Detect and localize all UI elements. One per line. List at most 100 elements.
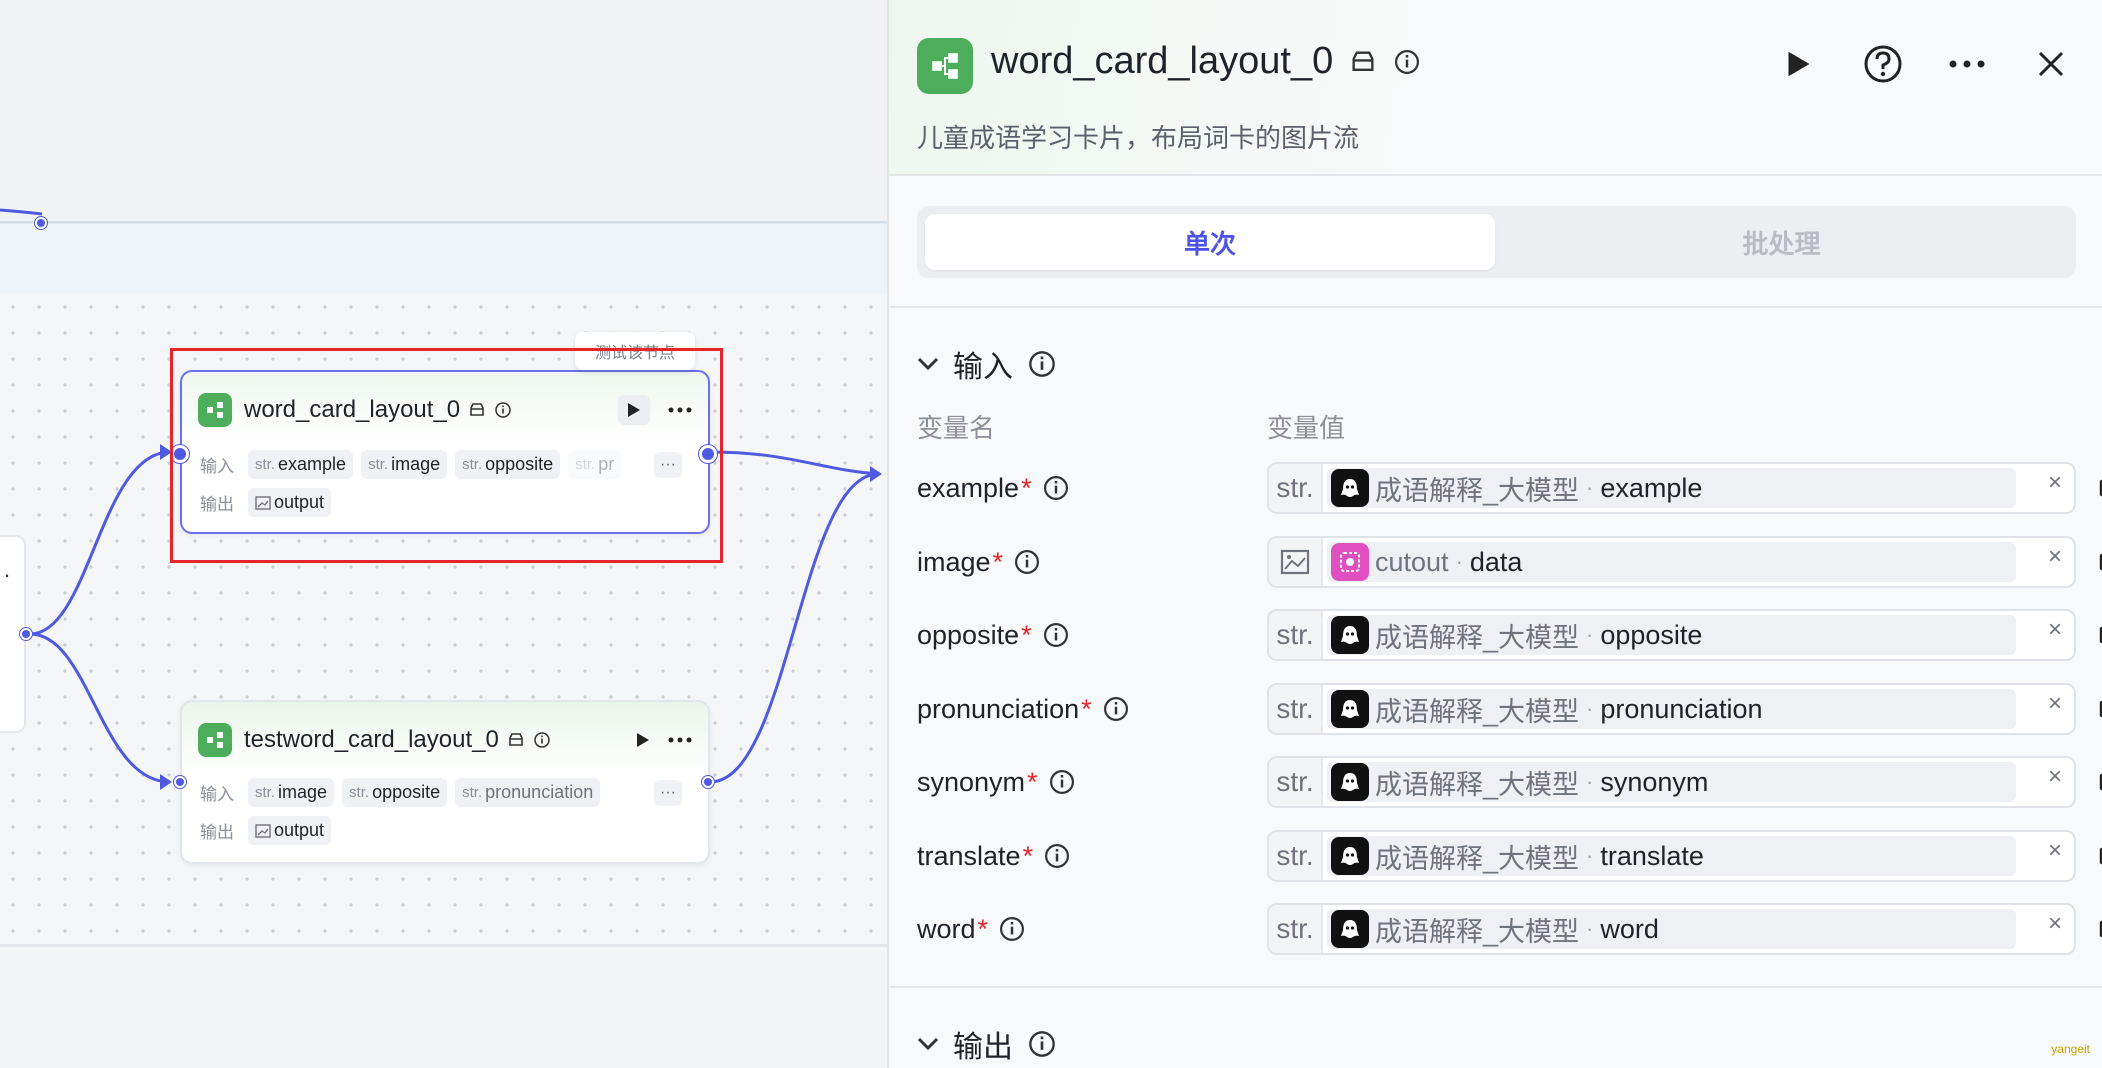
close-button[interactable]	[2030, 40, 2072, 88]
test-node-tooltip: 测试该节点	[575, 332, 695, 370]
variable-setting-button[interactable]	[2094, 691, 2102, 727]
input-tag: str.opposite	[455, 450, 561, 479]
info-icon[interactable]	[1042, 621, 1070, 649]
variable-value-pronunciation[interactable]: str.成语解释_大模型·pronunciation×	[1267, 683, 2102, 735]
separator: ·	[1586, 769, 1594, 794]
input-section-header[interactable]: 输入	[917, 342, 1057, 386]
info-icon[interactable]	[998, 915, 1026, 943]
more-inputs-button[interactable]: ···	[654, 780, 682, 806]
help-button[interactable]	[1862, 40, 1904, 88]
image-icon	[255, 823, 271, 838]
variable-name-example: example*	[917, 462, 1070, 514]
source-node-icon	[1331, 763, 1369, 801]
more-icon[interactable]	[668, 407, 692, 413]
variable-value-example[interactable]: str.成语解释_大模型·example×	[1267, 462, 2102, 514]
variable-value-word[interactable]: str. 成语解释_大模型·word ×	[1267, 903, 2102, 955]
node-input-port[interactable]	[174, 776, 186, 788]
image-icon	[255, 495, 271, 510]
variable-label: example	[917, 472, 1020, 503]
tab-batch[interactable]: 批处理	[1742, 228, 1821, 259]
required-mark: *	[977, 913, 989, 944]
node-output-label: 输出	[200, 495, 234, 514]
required-mark: *	[1021, 619, 1032, 650]
reference-chip[interactable]: 成语解释_大模型·translate	[1327, 836, 2016, 876]
variable-name-opposite: opposite*	[917, 609, 1070, 661]
clear-button[interactable]: ×	[2047, 616, 2062, 643]
clear-button[interactable]: ×	[2047, 543, 2062, 570]
clear-button[interactable]: ×	[2047, 910, 2062, 937]
variable-setting-button[interactable]	[2094, 838, 2102, 874]
panel-description: 儿童成语学习卡片，布局词卡的图片流	[917, 123, 1360, 153]
play-icon[interactable]	[636, 732, 650, 748]
node-output-port[interactable]	[702, 776, 714, 788]
variable-value-synonym[interactable]: str.成语解释_大模型·synonym×	[1267, 756, 2102, 808]
tab-single[interactable]: 单次	[925, 214, 1495, 270]
reference-chip[interactable]: 成语解释_大模型·opposite	[1327, 615, 2016, 655]
info-icon[interactable]	[1013, 548, 1041, 576]
input-tag: str.pr	[568, 450, 622, 479]
workflow-icon	[917, 38, 973, 94]
run-button[interactable]	[1778, 40, 1820, 88]
close-icon	[2038, 51, 2064, 77]
more-icon[interactable]	[668, 737, 692, 743]
source-field: word	[1600, 913, 1659, 944]
run-node-button[interactable]	[618, 395, 650, 425]
reference-chip[interactable]: 成语解释_大模型·synonym	[1327, 762, 2016, 802]
node-word-card-layout[interactable]: word_card_layout_0 输入 str.example str.im…	[180, 370, 710, 534]
type-label: str.	[1276, 913, 1314, 944]
reference-chip[interactable]: 成语解释_大模型·word	[1327, 909, 2016, 949]
info-icon[interactable]	[1027, 349, 1057, 379]
node-output-port[interactable]	[699, 445, 717, 463]
reference-chip[interactable]: 成语解释_大模型·pronunciation	[1327, 689, 2016, 729]
separator: ·	[1586, 916, 1594, 941]
variable-value-opposite[interactable]: str.成语解释_大模型·opposite×	[1267, 609, 2102, 661]
variable-value-image[interactable]: cutout·data ×	[1267, 536, 2102, 588]
clear-button[interactable]: ×	[2047, 469, 2062, 496]
variable-setting-button[interactable]	[2094, 617, 2102, 653]
reference-chip[interactable]: cutout·data	[1327, 542, 2016, 582]
input-tag: str.image	[248, 778, 335, 807]
info-icon[interactable]	[1042, 474, 1070, 502]
info-icon[interactable]	[1027, 1029, 1057, 1059]
variable-label: opposite	[917, 619, 1020, 650]
variable-setting-button[interactable]	[2094, 764, 2102, 800]
info-icon[interactable]	[1393, 48, 1421, 76]
workflow-canvas[interactable]: . word_card_layout_0	[0, 0, 887, 1068]
clear-button[interactable]: ×	[2047, 763, 2062, 790]
node-output-label: 输出	[200, 823, 234, 842]
type-label: str.	[255, 784, 276, 801]
column-header-value: 变量值	[1267, 413, 1346, 443]
info-icon[interactable]	[533, 731, 551, 749]
more-button[interactable]	[1946, 40, 1988, 88]
input-tag: str.opposite	[342, 778, 448, 807]
source-node-name: 成语解释_大模型	[1375, 696, 1580, 727]
variable-value-translate[interactable]: str.成语解释_大模型·translate×	[1267, 830, 2102, 882]
variable-setting-button[interactable]	[2094, 470, 2102, 506]
help-icon	[1864, 45, 1902, 83]
output-section-header[interactable]: 输出	[917, 1022, 1057, 1066]
source-field: translate	[1600, 840, 1704, 871]
reference-chip[interactable]: 成语解释_大模型·example	[1327, 468, 2016, 508]
variable-name-translate: translate*	[917, 830, 1071, 882]
info-icon[interactable]	[494, 401, 512, 419]
offscreen-node-output-port[interactable]	[20, 628, 32, 640]
source-node-name: 成语解释_大模型	[1375, 769, 1580, 800]
tag-name: image	[278, 782, 328, 802]
info-icon[interactable]	[1048, 768, 1076, 796]
more-inputs-button[interactable]: ···	[654, 452, 682, 478]
llm-icon	[1341, 479, 1359, 497]
variable-setting-button[interactable]	[2094, 544, 2102, 580]
play-icon	[628, 403, 640, 417]
info-icon[interactable]	[1102, 695, 1130, 723]
variable-setting-button[interactable]	[2094, 911, 2102, 947]
clear-button[interactable]: ×	[2047, 690, 2062, 717]
node-testword-card-layout[interactable]: testword_card_layout_0 输入 str.image str.…	[180, 700, 710, 864]
source-node-icon	[1331, 910, 1369, 948]
edge-anchor-port[interactable]	[35, 217, 47, 229]
clear-button[interactable]: ×	[2047, 837, 2062, 864]
type-label: str.	[462, 456, 483, 473]
tag-name: example	[278, 454, 347, 474]
info-icon[interactable]	[1043, 842, 1071, 870]
node-input-port[interactable]	[171, 445, 189, 463]
variable-setting-icon	[2099, 626, 2102, 644]
